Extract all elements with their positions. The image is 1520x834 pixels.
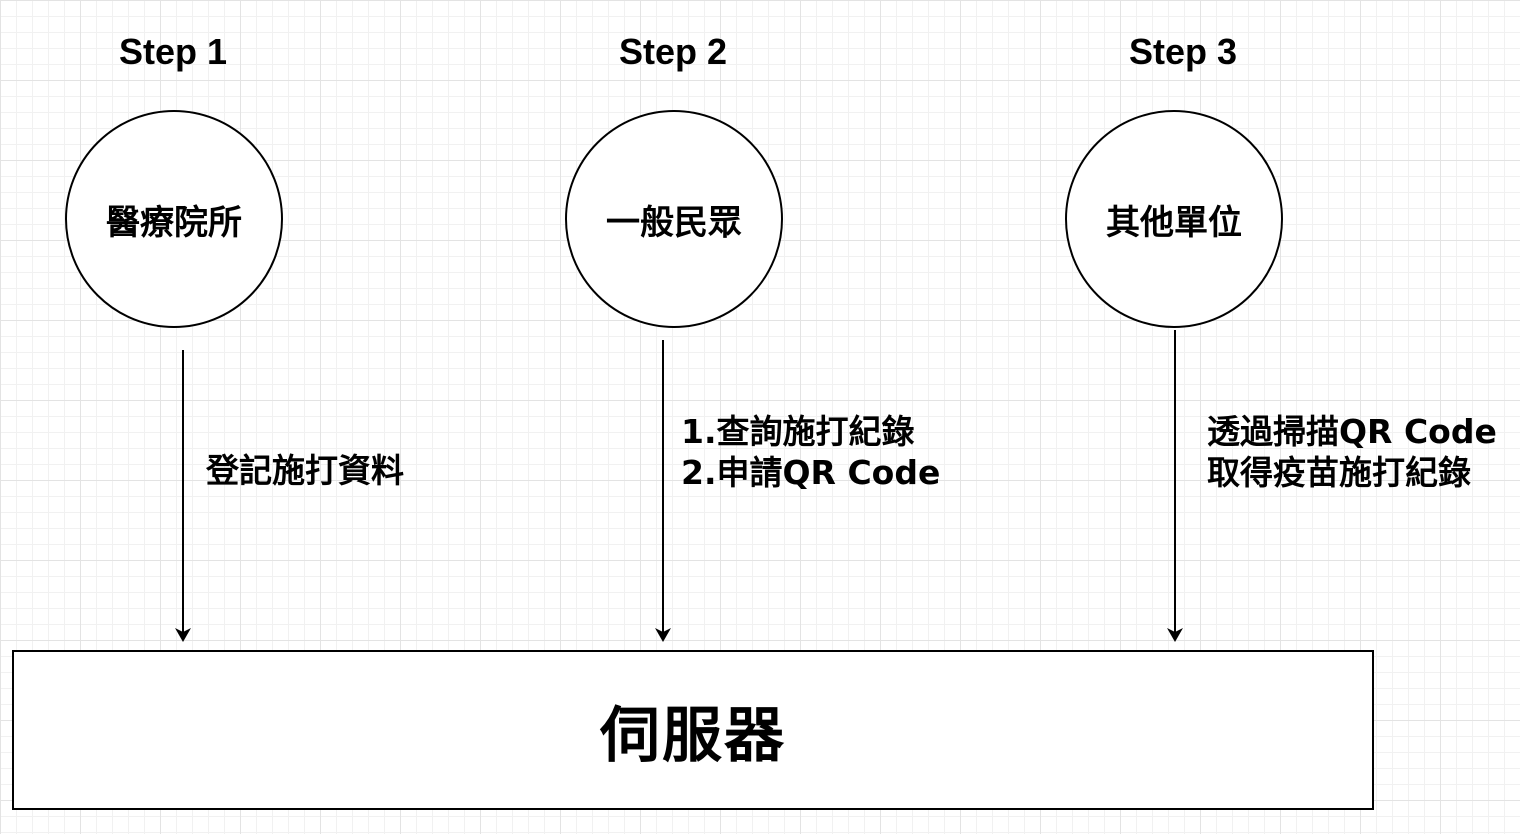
server-label: 伺服器 [600,700,786,771]
arrowhead-icon [655,628,671,642]
actor-node-hospital[interactable]: 醫療院所 [65,110,283,328]
edge-label-other-units: 透過掃描QR Code 取得疫苗施打紀錄 [1207,411,1497,493]
edge-label-line: 1.查詢施打紀錄 [681,412,915,451]
arrowhead-icon [1167,628,1183,642]
actor-node-other-units[interactable]: 其他單位 [1065,110,1283,328]
edge-label-line: 取得疫苗施打紀錄 [1207,453,1471,492]
actor-label-other-units: 其他單位 [1106,202,1242,243]
edge-label-line: 透過掃描QR Code [1207,412,1497,451]
edge-label-hospital: 登記施打資料 [206,450,404,491]
step-3-label: Step 3 [1128,31,1238,72]
actor-label-hospital: 醫療院所 [106,202,242,243]
actor-label-public: 一般民眾 [606,202,742,243]
arrowhead-icon [175,628,191,642]
edge-label-line: 登記施打資料 [206,451,404,490]
edge-label-public: 1.查詢施打紀錄 2.申請QR Code [681,411,940,493]
step-1-label: Step 1 [118,31,228,72]
actor-node-public[interactable]: 一般民眾 [565,110,783,328]
server-box[interactable]: 伺服器 [12,650,1374,810]
edge-label-line: 2.申請QR Code [681,453,941,492]
step-2-label: Step 2 [618,31,728,72]
